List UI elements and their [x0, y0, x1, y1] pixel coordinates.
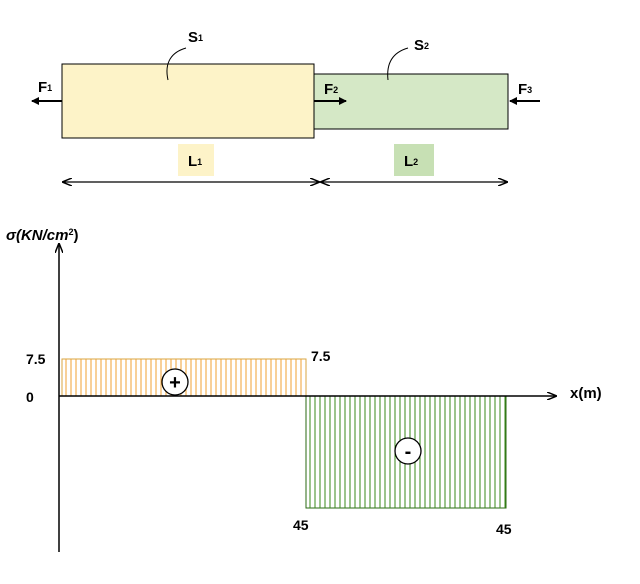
stress-region-positive [61, 358, 307, 397]
length-2-label: L2 [404, 153, 418, 170]
negative-sign-icon: - [394, 437, 422, 465]
positive-sign-icon: + [161, 368, 189, 396]
length-1-label: L1 [188, 153, 202, 170]
force-2-label: F2 [324, 81, 338, 98]
x-axis-label: x(m) [570, 385, 602, 402]
svg-text:-: - [405, 441, 412, 463]
force-1-label: F1 [38, 79, 52, 96]
length-1-label-bg [178, 144, 214, 176]
region-1-left-value: 7.5 [26, 351, 46, 367]
length-2-label-bg [394, 144, 434, 176]
section-1-leader [166, 47, 187, 81]
section-2-leader [387, 47, 409, 81]
zero-label: 0 [26, 389, 34, 405]
region-2-right-value: 45 [496, 521, 512, 537]
region-1-right-value: 7.5 [311, 348, 331, 364]
y-axis-label: σ(KN/cm2) [6, 227, 78, 244]
section-2-label: S2 [414, 37, 429, 54]
section-1-label: S1 [188, 29, 203, 46]
bar-segment-1 [61, 63, 315, 139]
svg-text:+: + [169, 372, 181, 394]
region-2-left-value: 45 [293, 517, 309, 533]
force-3-label: F3 [518, 81, 532, 98]
